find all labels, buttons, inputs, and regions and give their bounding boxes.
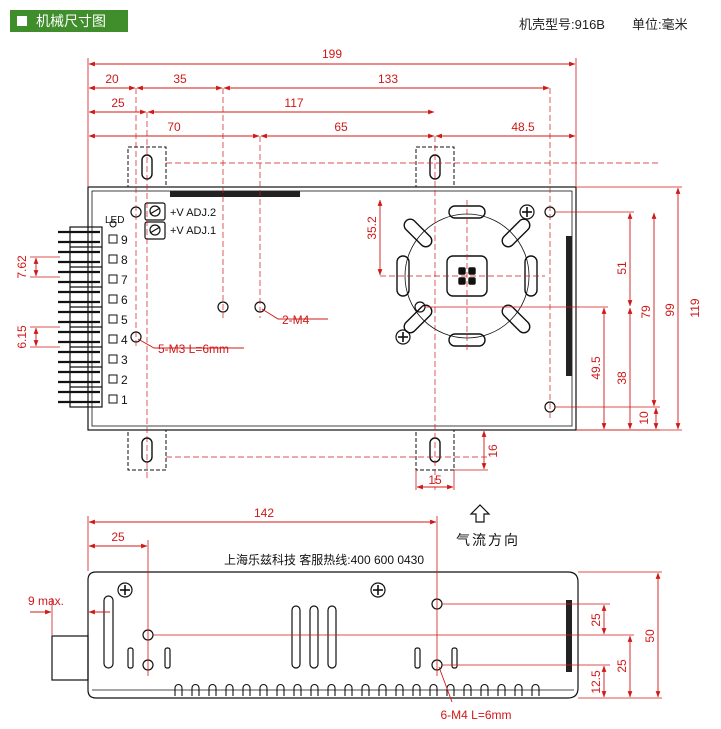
dim-25: 25	[111, 96, 125, 110]
dim-35-2: 35.2	[365, 216, 379, 240]
adj1-label: +V ADJ.1	[170, 225, 216, 237]
dim-99: 99	[663, 303, 677, 317]
dim-25-lower: 25	[615, 659, 629, 673]
terminal-8: 8	[121, 253, 128, 267]
dim-10: 10	[637, 411, 651, 425]
section-title: 机械尺寸图	[36, 13, 106, 29]
dim-48-5: 48.5	[511, 120, 535, 134]
terminal-1: 1	[121, 393, 128, 407]
dim-38: 38	[615, 371, 629, 385]
dim-133: 133	[378, 72, 398, 86]
airflow-label: 气流方向	[456, 532, 520, 548]
dim-199: 199	[322, 47, 342, 61]
terminal-7: 7	[121, 273, 128, 287]
dim-15: 15	[428, 473, 442, 487]
terminal-profile	[51, 635, 89, 681]
case-model: 机壳型号:916B	[519, 17, 605, 32]
dim-9-max: 9 max.	[28, 594, 64, 608]
terminal-6: 6	[121, 293, 128, 307]
side-view	[51, 571, 579, 699]
dim-6-15: 6.15	[15, 325, 29, 349]
dim-12-5: 12.5	[589, 670, 603, 694]
dim-7-62: 7.62	[15, 255, 29, 279]
callout-2-m4: 2-M4	[282, 313, 310, 327]
dim-35: 35	[173, 72, 187, 86]
adj2-label: +V ADJ.2	[170, 207, 216, 219]
dim-51: 51	[615, 261, 629, 275]
dim-65: 65	[334, 120, 348, 134]
unit-label: 单位:毫米	[632, 17, 688, 32]
dim-117: 117	[284, 96, 303, 110]
dim-70: 70	[167, 120, 181, 134]
callout-5-m3: 5-M3 L=6mm	[158, 342, 229, 356]
dim-20: 20	[105, 72, 119, 86]
company-label: 上海乐兹科技 客服热线:400 600 0430	[224, 552, 424, 567]
terminal-3: 3	[121, 353, 128, 367]
dim-25-side: 25	[111, 530, 125, 544]
dim-25-upper: 25	[589, 613, 603, 627]
callout-6-m4: 6-M4 L=6mm	[440, 708, 511, 722]
terminal-block	[58, 220, 118, 408]
dim-50: 50	[643, 629, 657, 643]
dim-142: 142	[254, 506, 274, 520]
led-label: LED	[105, 215, 124, 226]
terminal-4: 4	[121, 333, 128, 347]
terminal-5: 5	[121, 313, 128, 327]
dim-119: 119	[688, 298, 702, 317]
dim-16: 16	[486, 444, 500, 458]
dim-79: 79	[639, 305, 653, 319]
side-outline	[87, 571, 579, 699]
section-header: 机械尺寸图	[10, 10, 128, 32]
square-icon	[17, 16, 27, 26]
terminal-2: 2	[121, 373, 128, 387]
case-outline	[87, 186, 577, 431]
airflow-arrow	[469, 504, 491, 523]
dim-49-5: 49.5	[589, 356, 603, 380]
terminal-9: 9	[121, 233, 128, 247]
